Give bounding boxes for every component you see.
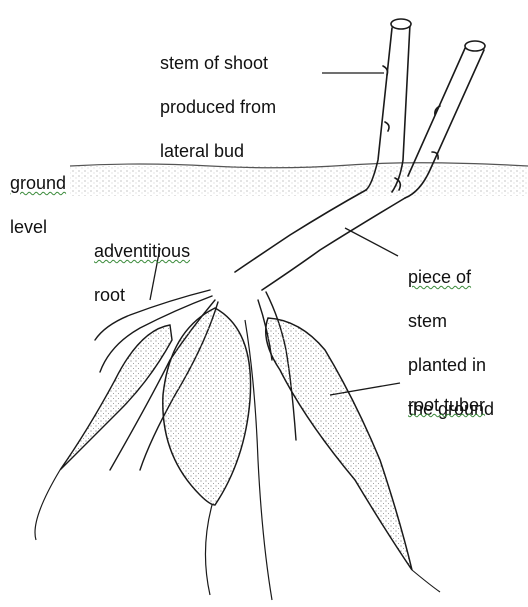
label-adventitious-root-line2: root: [94, 285, 125, 305]
left-tuber: [35, 325, 172, 540]
leader-piece-of-stem: [345, 228, 398, 256]
label-stem-of-shoot: stem of shoot produced from lateral bud: [160, 30, 276, 162]
label-stem-of-shoot-line3: lateral bud: [160, 141, 244, 161]
label-ground-level-line2: level: [10, 217, 47, 237]
label-adventitious-root: adventitious root: [94, 218, 190, 306]
label-ground-level-line1: ground: [10, 173, 66, 193]
label-piece-of-stem-line2: stem: [408, 311, 447, 331]
label-root-tuber-line1: root tuber: [408, 395, 485, 415]
label-root-tuber: root tuber: [408, 372, 485, 416]
label-piece-of-stem-line1: piece of: [408, 267, 471, 287]
label-stem-of-shoot-line2: produced from: [160, 97, 276, 117]
label-ground-level: ground level: [10, 150, 66, 238]
central-tuber: [163, 308, 251, 595]
ground-surface: [70, 163, 528, 196]
label-stem-of-shoot-line1: stem of shoot: [160, 53, 268, 73]
label-adventitious-root-line1: adventitious: [94, 241, 190, 261]
